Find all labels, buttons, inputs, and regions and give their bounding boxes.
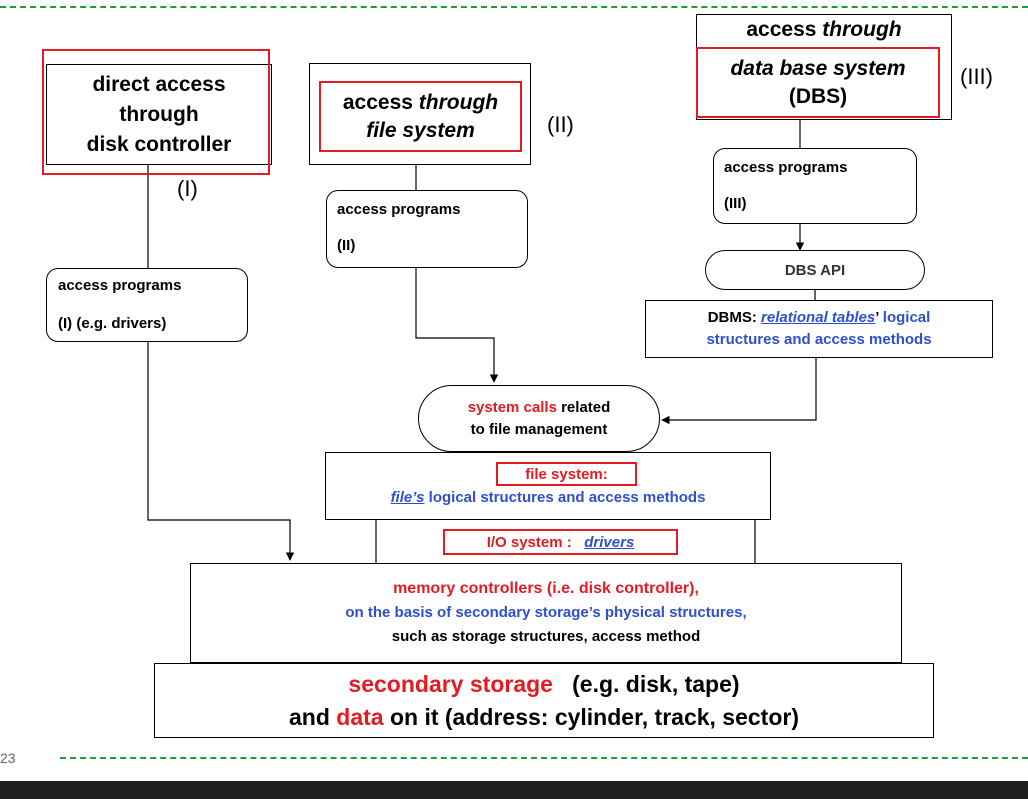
dbs-api-pill: DBS API: [705, 250, 925, 290]
box2-through: through: [418, 90, 499, 114]
dbms-box: DBMS: relational tables’ logical structu…: [645, 300, 993, 358]
tag-ii: (II): [547, 112, 574, 137]
file-system-title-box: file system:: [496, 462, 637, 486]
access-programs-ii: access programs (II): [326, 190, 528, 268]
file-system-rest: logical structures and access methods: [428, 489, 706, 506]
dbms-relational-tables: relational tables: [761, 309, 876, 326]
file-system-files-link: file’s: [390, 489, 425, 506]
file-system-desc: file’s logical structures and access met…: [325, 489, 771, 506]
mem-line2: on the basis of secondary storage’s phys…: [345, 604, 747, 621]
storage-and: and: [289, 703, 330, 730]
bottom-bar: [0, 781, 1028, 799]
system-calls-line2: to file management: [470, 420, 608, 438]
io-system-drivers: drivers: [584, 533, 635, 551]
prog3-title: access programs: [724, 159, 848, 176]
file-system-access-highlight: access through file system: [319, 81, 522, 152]
mem-line3: such as storage structures, access metho…: [391, 628, 701, 645]
dbs-access-box: [696, 14, 952, 120]
file-system-title: file system:: [525, 465, 608, 483]
prog1-title: access programs: [58, 277, 182, 294]
io-system-box: I/O system : drivers: [443, 529, 678, 555]
tag-iii: (III): [960, 64, 993, 89]
box3-line1: access through: [696, 18, 952, 42]
dbs-access-highlight: data base system (DBS): [696, 47, 940, 118]
box2-access: access: [342, 90, 413, 114]
storage-secondary: secondary storage: [348, 670, 553, 697]
secondary-storage-box: secondary storage (e.g. disk, tape) and …: [154, 663, 934, 738]
prog1-sub: (I) (e.g. drivers): [58, 315, 167, 332]
prog2-title: access programs: [337, 201, 461, 218]
direct-access-highlight: [42, 49, 270, 175]
direct-access-line1: direct access: [92, 72, 226, 96]
direct-access-line3: disk controller: [86, 132, 232, 156]
dbs-api-label: DBS API: [784, 261, 846, 279]
box3-through: through: [822, 18, 902, 41]
mem-line1: memory controllers (i.e. disk controller…: [393, 580, 699, 597]
system-calls-red: system calls: [467, 398, 557, 416]
tag-i: (I): [177, 176, 198, 201]
memory-controllers-box: memory controllers (i.e. disk controller…: [190, 563, 902, 663]
access-programs-i: access programs (I) (e.g. drivers): [46, 268, 248, 342]
box2-file-system: file system: [366, 118, 475, 142]
io-system-label: I/O system :: [486, 533, 572, 551]
direct-access-line2: through: [119, 102, 199, 126]
box3-data-base-system: data base system: [730, 56, 906, 80]
dbms-prefix: DBMS:: [707, 309, 757, 326]
dbms-logical: logical: [882, 309, 931, 326]
prog3-sub: (III): [724, 195, 747, 212]
box3-access: access: [746, 18, 817, 41]
dbms-structures: structures and access methods: [706, 331, 932, 348]
system-calls-related: related: [561, 398, 611, 416]
direct-access-box: direct access through disk controller: [46, 64, 272, 165]
storage-examples: (e.g. disk, tape): [572, 670, 740, 697]
box3-dbs: (DBS): [788, 84, 848, 108]
page-number: 23: [0, 750, 16, 766]
bottom-dashed-line: [60, 757, 1028, 759]
top-dashed-line: [0, 6, 1028, 8]
access-programs-iii: access programs (III): [713, 148, 917, 224]
storage-data: data: [336, 703, 384, 730]
storage-address: on it (address: cylinder, track, sector): [389, 703, 799, 730]
file-system-access-box: [309, 63, 531, 165]
prog2-sub: (II): [337, 237, 356, 254]
system-calls-pill: system calls related to file management: [418, 385, 660, 452]
dbms-apostrophe: ’: [875, 309, 879, 326]
